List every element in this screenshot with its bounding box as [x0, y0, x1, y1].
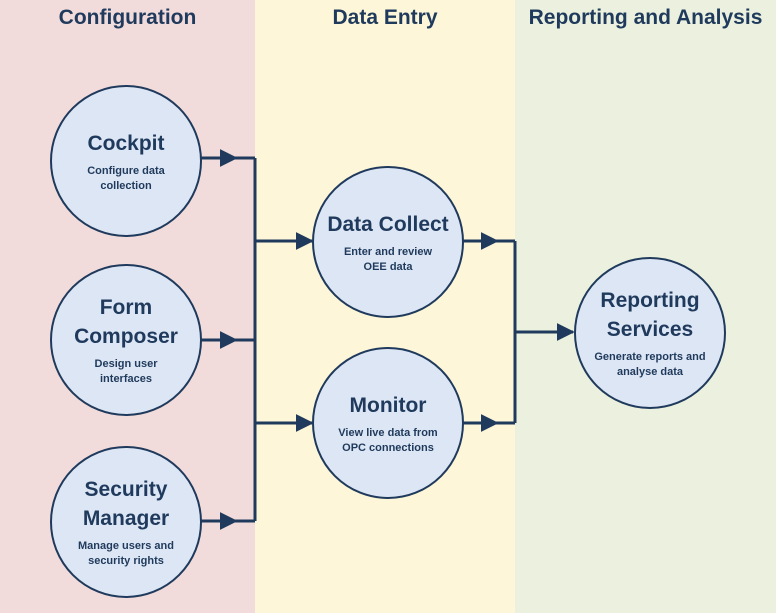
- form-composer-description: Design user interfaces: [94, 358, 158, 385]
- configuration-lane-title: Configuration: [58, 6, 197, 29]
- security-manager-node: Security Manager Manage users and securi…: [50, 446, 202, 598]
- data-collect-title: Data Collect: [327, 212, 449, 236]
- monitor-description: View live data from OPC connections: [338, 426, 438, 454]
- cockpit-title: Cockpit: [87, 131, 165, 155]
- monitor-node: Monitor View live data from OPC connecti…: [312, 347, 464, 499]
- data-entry-lane-title: Data Entry: [332, 6, 438, 29]
- security-manager-title: Security Manager: [82, 478, 170, 530]
- form-composer-node: Form Composer Design user interfaces: [50, 264, 202, 416]
- cockpit-node: Cockpit Configure data collection: [50, 85, 202, 237]
- reporting-services-title: Reporting Services: [600, 289, 700, 341]
- security-manager-description: Manage users and security rights: [78, 540, 174, 567]
- reporting-services-node: Reporting Services Generate reports and …: [574, 257, 726, 409]
- reporting-lane: Reporting and Analysis: [515, 0, 776, 613]
- monitor-title: Monitor: [349, 393, 427, 417]
- cockpit-description: Configure data collection: [87, 164, 165, 192]
- form-composer-title: Form Composer: [74, 296, 178, 348]
- data-collect-description: Enter and review OEE data: [343, 245, 433, 273]
- reporting-services-description: Generate reports and analyse data: [594, 351, 706, 378]
- reporting-lane-title: Reporting and Analysis: [528, 6, 763, 29]
- data-collect-node: Data Collect Enter and review OEE data: [312, 166, 464, 318]
